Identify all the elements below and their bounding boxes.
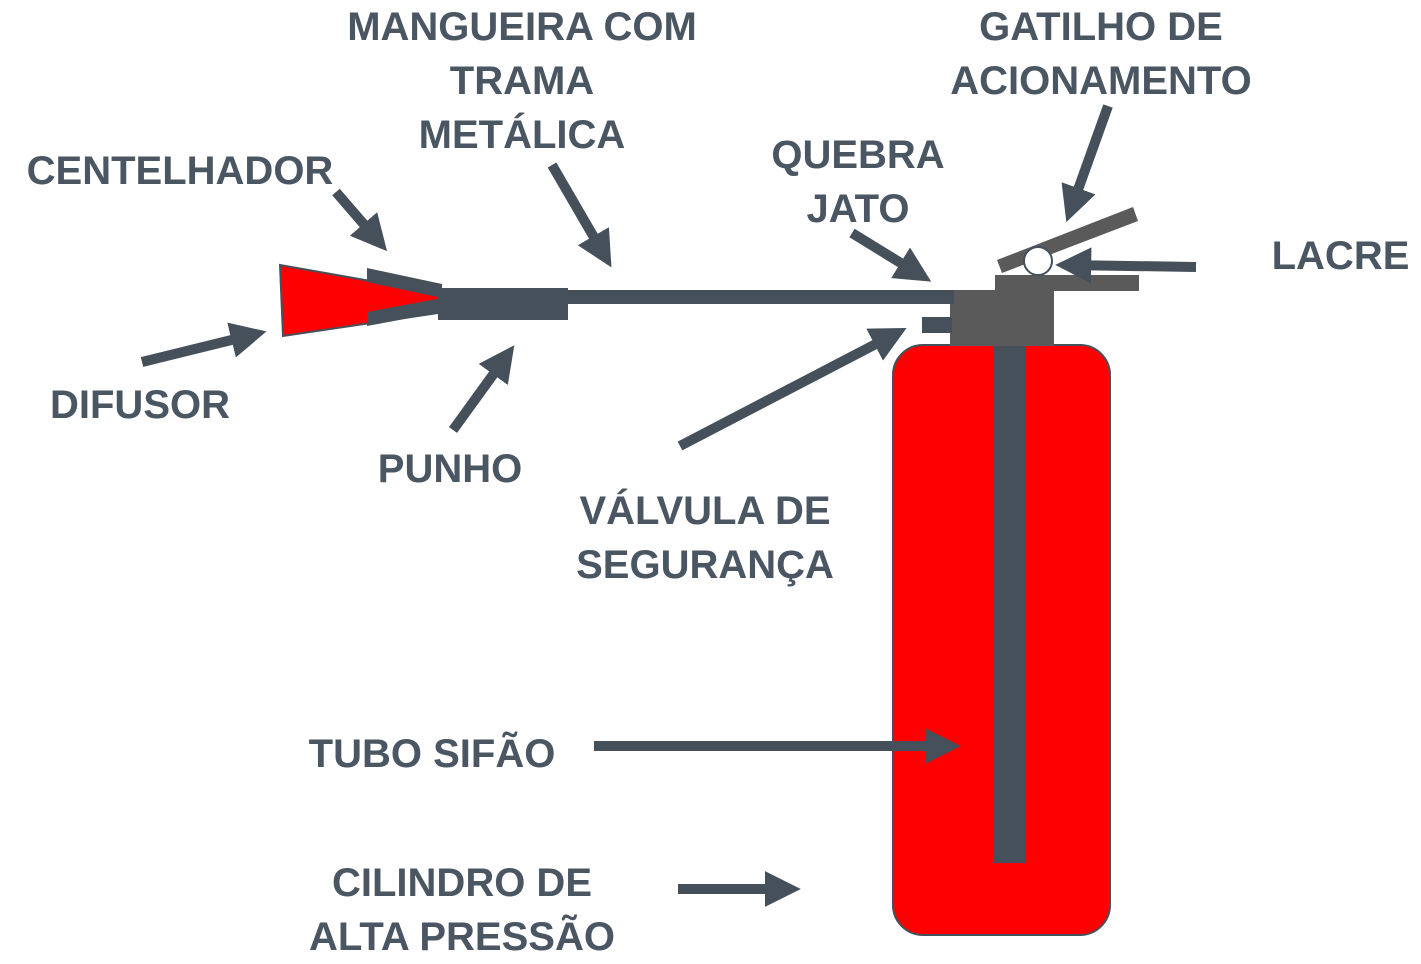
arrow-valvula <box>677 328 907 451</box>
label-centelhador-text: CENTELHADOR <box>26 149 334 193</box>
label-tubo-sifao-text: TUBO SIFÃO <box>308 732 556 776</box>
label-difusor: DIFUSOR <box>30 378 250 432</box>
label-mangueira: MANGUEIRA COM TRAMA METÁLICA <box>322 0 722 162</box>
label-punho: PUNHO <box>350 442 550 496</box>
lower-lever <box>995 275 1139 291</box>
diffuser-cone <box>278 263 439 338</box>
spark-arrester-top <box>367 268 442 298</box>
arrow-punho <box>448 345 515 433</box>
label-mangueira-line3: METÁLICA <box>418 113 626 157</box>
label-valvula: VÁLVULA DE SEGURANÇA <box>545 484 865 592</box>
arrow-mangueira <box>547 162 612 268</box>
label-tubo-sifao: TUBO SIFÃO <box>282 727 582 781</box>
hose <box>566 290 954 304</box>
label-quebra-jato-line1: QUEBRA <box>771 133 945 177</box>
seal <box>1023 246 1053 276</box>
label-mangueira-line2: TRAMA <box>449 59 595 103</box>
label-cilindro-line1: CILINDRO DE <box>332 861 592 905</box>
label-lacre: LACRE <box>1258 229 1421 283</box>
label-quebra-jato: QUEBRA JATO <box>748 128 968 236</box>
grip <box>438 288 568 320</box>
label-lacre-text: LACRE <box>1271 234 1410 278</box>
safety-valve <box>922 317 952 333</box>
label-valvula-line1: VÁLVULA DE <box>579 489 831 533</box>
label-gatilho: GATILHO DE ACIONAMENTO <box>925 0 1277 108</box>
spark-arrester-bottom <box>367 298 442 326</box>
label-centelhador: CENTELHADOR <box>10 144 350 198</box>
arrow-gatilho <box>1061 104 1113 223</box>
label-quebra-jato-line2: JATO <box>806 187 910 231</box>
label-cilindro-line2: ALTA PRESSÃO <box>309 915 615 959</box>
label-difusor-text: DIFUSOR <box>50 383 230 427</box>
label-punho-text: PUNHO <box>377 447 523 491</box>
arrow-lacre <box>1055 247 1197 284</box>
label-mangueira-line1: MANGUEIRA COM <box>347 5 697 49</box>
arrow-centelhador <box>332 188 388 252</box>
label-valvula-line2: SEGURANÇA <box>576 543 834 587</box>
label-gatilho-line2: ACIONAMENTO <box>950 59 1252 103</box>
label-cilindro: CILINDRO DE ALTA PRESSÃO <box>282 856 642 964</box>
arrow-difusor <box>140 322 267 367</box>
valve-head <box>950 290 1054 346</box>
arrow-quebra-jato <box>849 228 932 282</box>
siphon-tube <box>993 345 1025 863</box>
label-gatilho-line1: GATILHO DE <box>979 5 1223 49</box>
